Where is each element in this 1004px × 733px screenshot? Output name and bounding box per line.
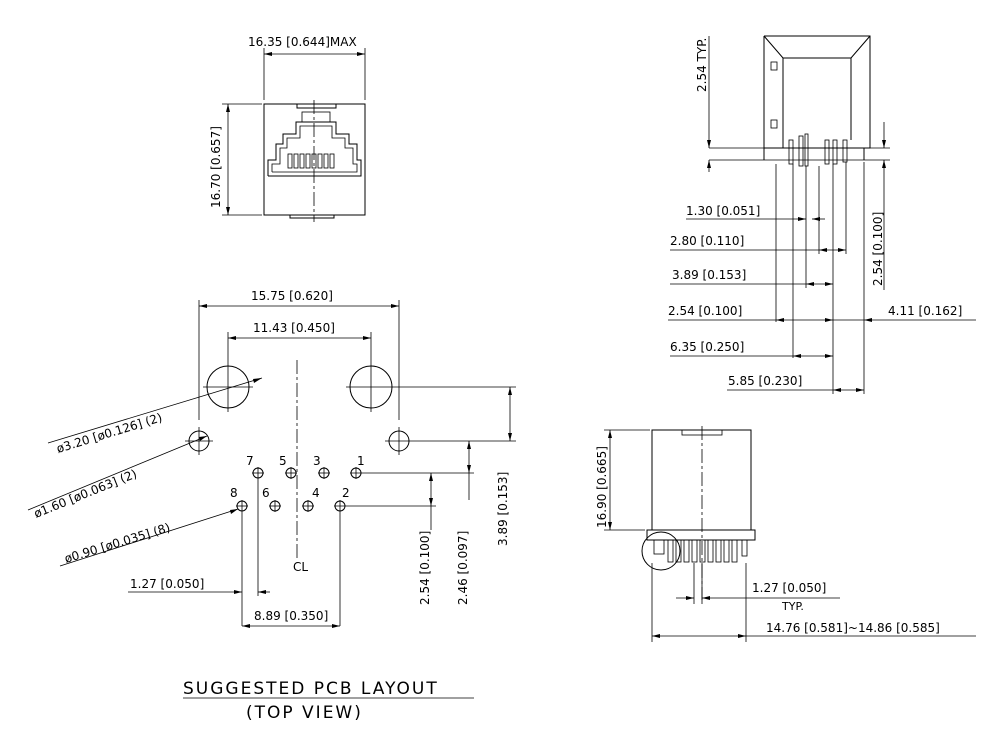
dim-11-43: 11.43 [0.450] [253,321,335,335]
pin-label-1: 1 [357,454,365,468]
pin-label-4: 4 [312,486,320,500]
pin-label-2: 2 [342,486,350,500]
dim-8-89: 8.89 [0.350] [254,609,328,623]
dim-1-27: 1.27 [0.050] [130,577,204,591]
bottom-view: 16.90 [0.665] 1.27 [0.050] TYP. 14.76 [0… [595,426,976,642]
side-dim-1-30: 1.30 [0.051] [686,204,760,218]
pcb-layout: 7 5 3 1 8 6 4 2 CL 15.75 [0.620] 11.43 [… [27,289,516,723]
side-view-leads [788,133,848,167]
pin-holes [236,467,474,626]
side-typ-dim: 2.54 TYP. [695,38,709,92]
dim-3-89: 3.89 [0.153] [496,472,510,546]
bottom-pitch-typ: TYP. [781,600,804,613]
side-dim-2-54-right: 2.54 [0.100] [871,212,885,286]
bottom-pitch-dim: 1.27 [0.050] [752,581,826,595]
pcb-layout-title: SUGGESTED PCB LAYOUT [183,679,439,699]
dim-pin-hole: ø0.90 [ø0.035] (8) [63,520,172,565]
dim-15-75: 15.75 [0.620] [251,289,333,303]
front-view: 16.35 [0.644]MAX 16.70 [0.657] [209,35,366,222]
side-dim-2-54-left: 2.54 [0.100] [668,304,742,318]
bottom-width-dim: 14.76 [0.581]~14.86 [0.585] [766,621,940,635]
dim-mount-hole: ø3.20 [ø0.126] (2) [55,410,164,455]
pcb-layout-subtitle: (TOP VIEW) [246,703,363,723]
dim-locate-hole: ø1.60 [ø0.063] (2) [32,467,139,521]
bottom-height-dim: 16.90 [0.665] [595,446,609,528]
centerline-label: CL [293,560,308,574]
front-view-body [263,103,366,216]
side-dim-4-11: 4.11 [0.162] [888,304,962,318]
bottom-view-leads [667,539,748,563]
pin-label-8: 8 [230,486,238,500]
bottom-view-body [651,429,752,531]
dim-2-46: 2.46 [0.097] [456,531,470,605]
dim-2-54: 2.54 [0.100] [418,531,432,605]
side-dim-5-85: 5.85 [0.230] [728,374,802,388]
front-height-dim: 16.70 [0.657] [209,126,223,208]
side-dim-3-89: 3.89 [0.153] [672,268,746,282]
side-view-body [763,35,871,149]
side-dim-6-35: 6.35 [0.250] [670,340,744,354]
side-dim-2-80: 2.80 [0.110] [670,234,744,248]
pin-label-3: 3 [313,454,321,468]
pin-label-7: 7 [246,454,254,468]
pin-label-6: 6 [262,486,270,500]
side-view: 2.54 TYP. 2.54 [0.100] 1.30 [0.051] 2.80… [668,35,976,394]
front-width-dim: 16.35 [0.644]MAX [248,35,357,49]
pin-label-5: 5 [279,454,287,468]
detail-circle [641,531,681,571]
front-contacts [287,153,335,169]
jack-opening [267,121,362,177]
